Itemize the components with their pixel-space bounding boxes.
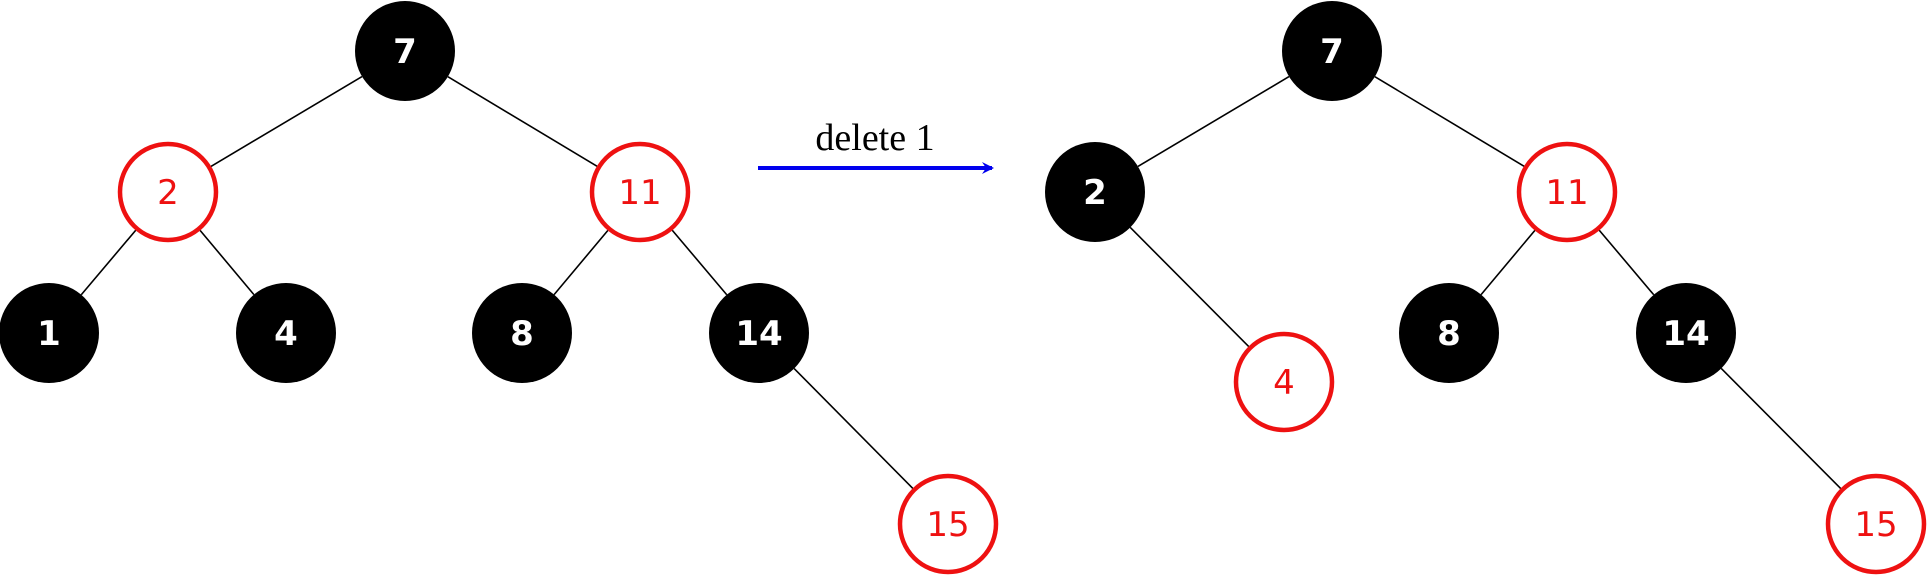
tree-node-black: 7 (355, 1, 455, 101)
tree-node-red: 11 (589, 141, 691, 243)
node-circle (1636, 283, 1736, 383)
tree-node-red: 2 (117, 141, 219, 243)
tree-edge (793, 367, 914, 490)
node-key: 11 (618, 173, 661, 213)
tree-edge (1129, 226, 1250, 348)
tree-edge (1720, 367, 1842, 490)
tree-node-black: 14 (709, 283, 809, 383)
node-key: 8 (1437, 314, 1461, 354)
tree-node-black: 14 (1636, 283, 1736, 383)
node-circle (1399, 283, 1499, 383)
node-key: 2 (1083, 173, 1107, 213)
node-key: 4 (274, 314, 298, 354)
operation-arrow: delete 1 (758, 117, 994, 174)
tree-edge (1598, 229, 1655, 296)
node-circle (1825, 473, 1927, 575)
node-key: 4 (1273, 363, 1295, 403)
node-circle (897, 473, 999, 575)
tree-edge (210, 75, 363, 168)
node-circle (472, 283, 572, 383)
tree-node-black: 7 (1282, 1, 1382, 101)
node-key: 7 (393, 32, 417, 72)
node-circle (117, 141, 219, 243)
node-key: 15 (926, 505, 969, 545)
tree-edge (1137, 75, 1290, 168)
tree-node-black: 8 (472, 283, 572, 383)
tree-node-red: 4 (1233, 331, 1335, 433)
node-circle (0, 283, 99, 383)
node-key: 7 (1320, 32, 1344, 72)
node-circle (589, 141, 691, 243)
tree-node-black: 1 (0, 283, 99, 383)
tree-edge (1480, 229, 1536, 296)
edges-layer (80, 75, 1842, 490)
tree-edge (553, 229, 609, 296)
tree-node-red: 15 (897, 473, 999, 575)
node-key: 1 (37, 314, 61, 354)
tree-node-red: 11 (1516, 141, 1618, 243)
node-circle (709, 283, 809, 383)
node-circle (1233, 331, 1335, 433)
tree-edge (80, 229, 137, 296)
node-key: 14 (735, 314, 782, 354)
operation-label: delete 1 (815, 117, 934, 159)
tree-node-black: 4 (236, 283, 336, 383)
tree-edge (1374, 76, 1525, 167)
node-key: 15 (1854, 505, 1897, 545)
node-circle (236, 283, 336, 383)
tree-edge (199, 229, 255, 296)
tree-edge (671, 229, 728, 296)
node-key: 14 (1662, 314, 1709, 354)
tree-node-black: 2 (1045, 142, 1145, 242)
node-key: 11 (1545, 173, 1588, 213)
node-key: 8 (510, 314, 534, 354)
tree-edge (447, 76, 598, 167)
tree-node-black: 8 (1399, 283, 1499, 383)
tree-node-red: 15 (1825, 473, 1927, 575)
node-circle (1045, 142, 1145, 242)
node-key: 2 (157, 173, 179, 213)
node-circle (1516, 141, 1618, 243)
node-circle (1282, 1, 1382, 101)
node-circle (355, 1, 455, 101)
